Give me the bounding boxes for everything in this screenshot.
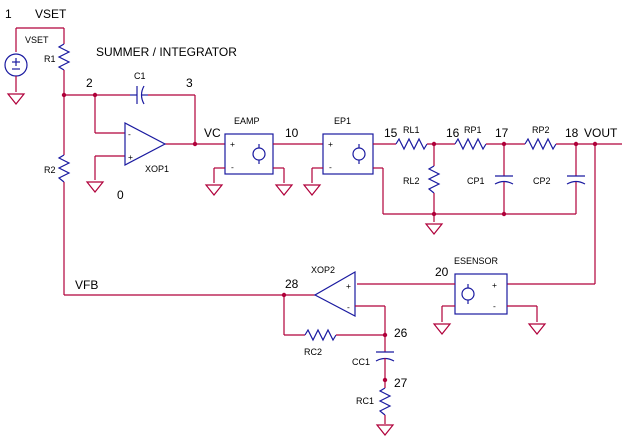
ground-symbol-rc1 xyxy=(375,424,395,436)
part-label-rc1: RC1 xyxy=(356,396,374,406)
ep1-block xyxy=(311,133,576,215)
eamp-plus-pin: + xyxy=(230,139,235,149)
ground-symbol-vset xyxy=(6,93,26,105)
part-label-rl2: RL2 xyxy=(403,176,420,186)
part-label-vset: VSET xyxy=(25,35,49,45)
resistor-rl1 xyxy=(395,137,455,151)
esensor-minus-pin: - xyxy=(493,301,496,311)
resistor-r1 xyxy=(57,28,71,155)
ep1-minus-pin: - xyxy=(329,162,332,172)
net-label-10: 10 xyxy=(285,126,299,140)
net-label-0: 0 xyxy=(117,188,124,202)
net-label-vout: VOUT xyxy=(584,126,618,140)
net-label-26: 26 xyxy=(394,326,408,340)
ground-symbol-xop1 xyxy=(85,181,105,193)
part-label-rp1: RP1 xyxy=(464,125,482,135)
ground-symbol-eamp-out xyxy=(274,184,294,196)
net-label-27: 27 xyxy=(394,376,408,390)
xop1-minus-pin: - xyxy=(128,129,131,139)
opamp-xop1 xyxy=(124,122,167,166)
part-label-rl1: RL1 xyxy=(403,125,420,135)
part-label-cp2: CP2 xyxy=(533,176,551,186)
ep1-plus-pin: + xyxy=(328,139,333,149)
ground-symbol-esensor-in xyxy=(432,323,452,335)
resistor-rp2 xyxy=(524,137,622,151)
junction-ground-rl2 xyxy=(431,211,437,217)
resistor-rp1 xyxy=(454,137,525,151)
part-label-rc2: RC2 xyxy=(304,347,322,357)
net-label-vc: VC xyxy=(204,126,221,140)
part-label-xop2: XOP2 xyxy=(311,265,335,275)
esensor-plus-pin: + xyxy=(492,280,497,290)
part-label-c1: C1 xyxy=(134,71,146,81)
junction-ground-cp1 xyxy=(501,211,507,217)
net-label-vfb: VFB xyxy=(75,278,98,292)
junction-node-vc xyxy=(192,141,198,147)
vset-source xyxy=(4,27,64,92)
net-label-15: 15 xyxy=(384,126,398,140)
resistor-r2 xyxy=(57,154,71,295)
xop2-plus-pin: + xyxy=(346,281,351,291)
part-label-xop1: XOP1 xyxy=(145,164,169,174)
net-label-1: 1 xyxy=(5,7,12,21)
part-label-eamp: EAMP xyxy=(234,116,260,126)
eamp-minus-pin: - xyxy=(231,162,234,172)
net-label-vset: VSET xyxy=(35,7,67,21)
part-label-cp1: CP1 xyxy=(467,176,485,186)
net-label-17: 17 xyxy=(495,126,509,140)
net-label-3: 3 xyxy=(186,76,193,90)
ground-symbol-esensor-out xyxy=(527,323,547,335)
capacitor-cp2 xyxy=(566,144,586,214)
resistor-rc1 xyxy=(378,380,392,424)
part-label-ep1: EP1 xyxy=(334,116,351,126)
net-label-18: 18 xyxy=(565,126,579,140)
capacitor-cc1 xyxy=(375,351,395,380)
resistor-rl2 xyxy=(427,144,441,222)
opamp-xop2 xyxy=(313,270,386,352)
part-label-rp2: RP2 xyxy=(532,125,550,135)
esensor-block xyxy=(357,273,538,322)
ground-symbol-eamp-in xyxy=(204,184,224,196)
eamp-block xyxy=(213,133,323,183)
part-label-r2: R2 xyxy=(44,165,56,175)
xop2-minus-pin: - xyxy=(347,302,350,312)
xop1-plus-pin: + xyxy=(128,152,133,162)
capacitor-c1 xyxy=(130,85,148,105)
net-label-16: 16 xyxy=(446,126,460,140)
net-label-20: 20 xyxy=(435,265,449,279)
resistor-rc2 xyxy=(283,295,385,342)
part-label-cc1: CC1 xyxy=(352,357,370,367)
ground-symbol-filter xyxy=(424,223,444,235)
net-label-28: 28 xyxy=(285,277,299,291)
ground-symbol-ep1 xyxy=(302,184,322,196)
feedback-wires xyxy=(64,144,596,296)
part-label-esensor: ESENSOR xyxy=(454,256,499,266)
net-label-2: 2 xyxy=(86,76,93,90)
capacitor-cp1 xyxy=(494,144,514,214)
diagram-title: SUMMER / INTEGRATOR xyxy=(96,45,237,59)
part-label-r1: R1 xyxy=(44,54,56,64)
